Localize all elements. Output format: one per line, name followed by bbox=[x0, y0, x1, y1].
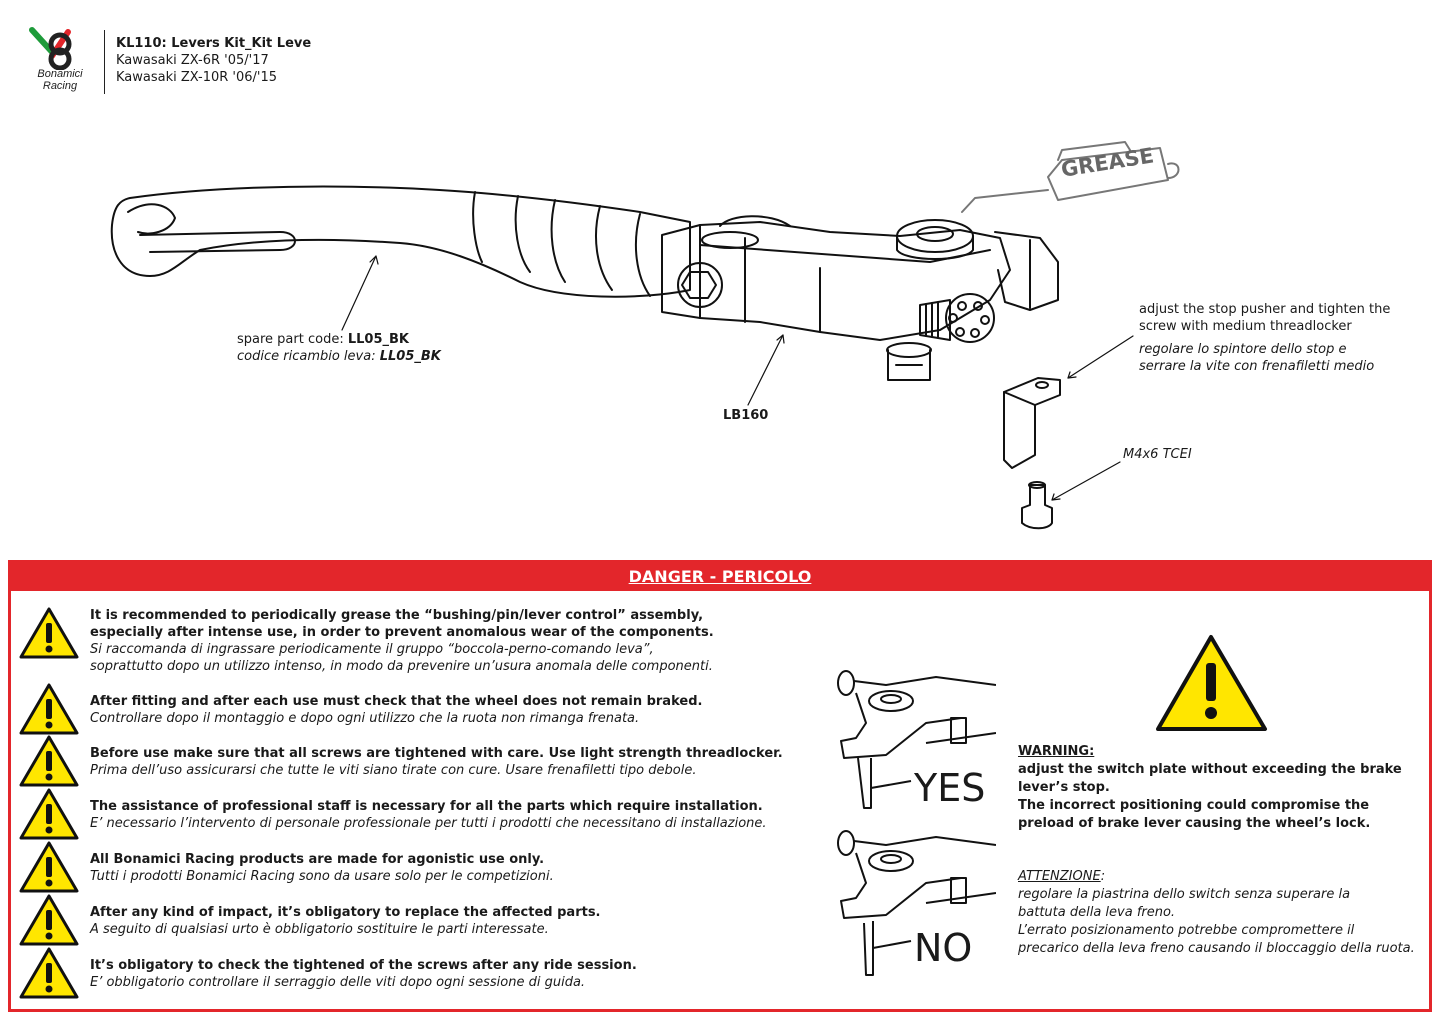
model-zx6r: Kawasaki ZX-6R '05/'17 bbox=[116, 53, 269, 68]
yes-example bbox=[837, 670, 997, 809]
switch-plate-illustration: YES NO bbox=[826, 663, 997, 983]
lever-drawing bbox=[110, 141, 1180, 530]
no-label: NO bbox=[914, 926, 973, 970]
no-example bbox=[837, 830, 997, 976]
header-divider bbox=[104, 30, 105, 94]
danger-item-wheel: After fitting and after each use must ch… bbox=[11, 683, 791, 735]
stop-plate bbox=[1003, 377, 1061, 469]
grease-tag bbox=[961, 141, 1180, 213]
brand-name: Bonamici Racing bbox=[37, 68, 83, 92]
m4x6-screw bbox=[1021, 484, 1053, 530]
warning-triangle-icon bbox=[19, 841, 79, 893]
kit-title: KL110: Levers Kit_Kit Leve bbox=[116, 36, 312, 51]
danger-box: DANGER - PERICOLO It is recommended to p… bbox=[8, 560, 1432, 1012]
danger-title: DANGER - PERICOLO bbox=[11, 563, 1429, 591]
yes-no-drawing bbox=[837, 670, 997, 976]
screw-label: M4x6 TCEI bbox=[1123, 447, 1192, 462]
warning-triangle-icon bbox=[19, 683, 79, 735]
lever-blade bbox=[110, 185, 691, 298]
danger-item-professional: The assistance of professional staff is … bbox=[11, 788, 791, 840]
attenzione-note: ATTENZIONE: regolare la piastrina dello … bbox=[1018, 869, 1415, 956]
warning-note: WARNING: adjust the switch plate without… bbox=[1018, 744, 1402, 831]
danger-item-screws: Before use make sure that all screws are… bbox=[11, 735, 791, 787]
bonamici-8-icon bbox=[29, 27, 72, 71]
warning-triangle-icon bbox=[19, 947, 79, 999]
yes-label: YES bbox=[914, 766, 986, 810]
warning-triangle-icon bbox=[19, 788, 79, 840]
danger-item-impact: After any kind of impact, it’s obligator… bbox=[11, 894, 791, 946]
model-zx10r: Kawasaki ZX-10R '06/'15 bbox=[116, 70, 278, 85]
warning-triangle-icon bbox=[19, 735, 79, 787]
bonamici-logo: Bonamici Racing bbox=[22, 26, 98, 98]
spare-code-it: codice ricambio leva: LL05_BK bbox=[237, 349, 441, 364]
header-text: KL110: Levers Kit_Kit Leve Kawasaki ZX-6… bbox=[116, 35, 311, 86]
lb160-body bbox=[661, 221, 1011, 341]
warning-triangle-icon bbox=[19, 894, 79, 946]
danger-item-agonistic: All Bonamici Racing products are made fo… bbox=[11, 841, 791, 893]
warning-triangle-large-icon bbox=[1156, 635, 1267, 731]
warning-triangle-icon bbox=[19, 607, 79, 659]
lb160-label: LB160 bbox=[723, 408, 769, 423]
danger-item-grease: It is recommended to periodically grease… bbox=[11, 607, 791, 674]
danger-item-ride-check: It’s obligatory to check the tightened o… bbox=[11, 947, 791, 999]
spare-code-en: spare part code: LL05_BK bbox=[237, 332, 409, 347]
